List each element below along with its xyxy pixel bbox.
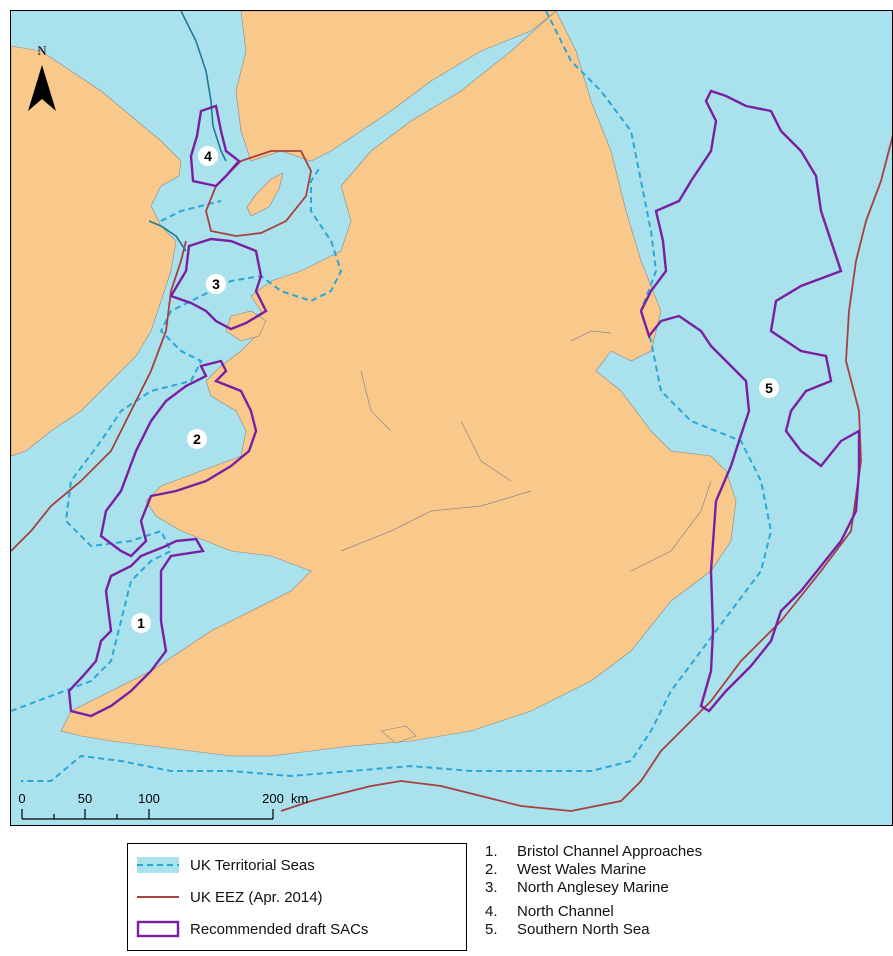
site-list-num: 5.: [485, 921, 498, 938]
territorial-seas-line-north: [160, 200, 222, 222]
legend-box: UK Territorial Seas UK EEZ (Apr. 2014) R…: [127, 843, 467, 951]
site-marker-3-label: 3: [212, 276, 220, 292]
site-marker-5-label: 5: [765, 380, 773, 396]
site-marker-4-label: 4: [204, 148, 212, 164]
sac-southern-north-sea: [639, 89, 861, 713]
boundary-line-2: [148, 220, 187, 252]
site-marker-3: 3: [206, 274, 226, 294]
legend-label-sac: Recommended draft SACs: [190, 920, 369, 938]
map-canvas: 1 2 3 4 5 N 0: [11, 11, 892, 825]
scale-tick-50: 50: [78, 791, 92, 806]
isle-of-wight: [380, 725, 417, 744]
site-markers: 1 2 3 4 5: [131, 146, 779, 633]
sac-north-anglesey-marine: [169, 237, 268, 331]
territorial-seas-line: [21, 11, 773, 782]
scale-bar-line: [21, 809, 274, 820]
site-marker-4: 4: [198, 146, 218, 166]
site-list-name: Southern North Sea: [517, 921, 650, 938]
site-list-name: West Wales Marine: [517, 861, 647, 878]
scale-tick-200: 200: [262, 791, 284, 806]
site-list-name: Bristol Channel Approaches: [517, 843, 703, 860]
ireland-landmass: [11, 45, 182, 457]
legend-item-eez: UK EEZ (Apr. 2014): [136, 886, 323, 908]
site-list-item: 4. North Channel: [485, 903, 702, 921]
scotland-landmass: [235, 11, 557, 162]
legend-item-territorial-seas: UK Territorial Seas: [136, 854, 315, 876]
north-arrow-icon: [28, 65, 56, 111]
site-marker-1: 1: [131, 613, 151, 633]
territorial-seas-line-west: [11, 165, 343, 712]
site-list-item: 5. Southern North Sea: [485, 921, 702, 939]
scale-unit: km: [291, 791, 308, 806]
site-list-name: North Anglesey Marine: [517, 879, 669, 896]
site-marker-2-label: 2: [193, 431, 201, 447]
north-label: N: [37, 43, 47, 58]
site-list-item: 2. West Wales Marine: [485, 861, 702, 879]
map-frame: 1 2 3 4 5 N 0: [10, 10, 893, 826]
scale-bar: 0 50 100 200 km: [18, 791, 308, 820]
sac-north-channel: [189, 104, 241, 188]
site-list-item: 3. North Anglesey Marine: [485, 879, 702, 897]
eez-line: [280, 135, 892, 812]
polygon-outline-icon: [136, 920, 180, 938]
anglesey: [225, 310, 267, 342]
site-list-name: North Channel: [517, 903, 614, 920]
solid-line-icon: [137, 896, 179, 898]
dashed-line-icon: [137, 857, 179, 873]
site-list: 1. Bristol Channel Approaches 2. West Wa…: [485, 843, 702, 939]
site-list-item: 1. Bristol Channel Approaches: [485, 843, 702, 861]
isle-of-man: [246, 172, 284, 217]
sac-bristol-channel-approaches: [67, 537, 205, 718]
eez-ring-isle-of-man: [205, 150, 312, 237]
site-marker-2: 2: [187, 429, 207, 449]
legend-item-sac: Recommended draft SACs: [136, 918, 368, 940]
site-list-num: 3.: [485, 879, 498, 896]
site-marker-5: 5: [759, 378, 779, 398]
north-arrow: N: [28, 43, 56, 111]
site-marker-1-label: 1: [137, 615, 145, 631]
scale-tick-0: 0: [18, 791, 25, 806]
boundary-line: [180, 11, 227, 162]
scale-tick-100: 100: [138, 791, 160, 806]
sac-polygons: [67, 89, 861, 718]
legend-label-territorial-seas: UK Territorial Seas: [190, 856, 315, 874]
legend-label-eez: UK EEZ (Apr. 2014): [190, 888, 323, 906]
rivers: [340, 330, 712, 572]
site-list-num: 2.: [485, 861, 498, 878]
site-list-num: 1.: [485, 843, 498, 860]
eez-line-west: [11, 240, 187, 552]
sac-west-wales-marine: [99, 359, 258, 558]
site-list-num: 4.: [485, 903, 498, 920]
